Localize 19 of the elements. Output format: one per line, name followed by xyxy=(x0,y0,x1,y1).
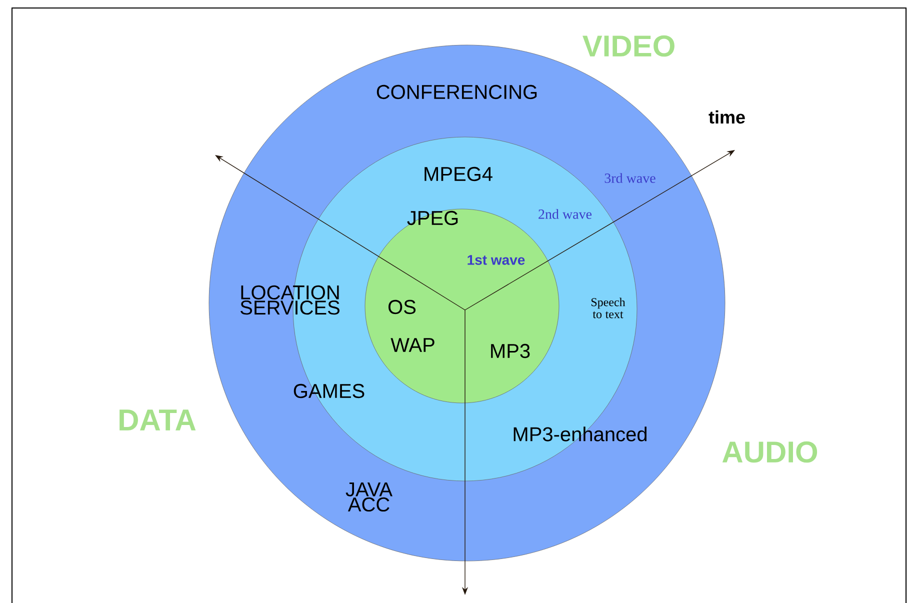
axis-label: time xyxy=(708,110,745,124)
area-label: VIDEO xyxy=(582,35,674,57)
ring-label: MP3-enhanced xyxy=(514,426,647,442)
inner-circle xyxy=(364,208,560,404)
area-label: AUDIO xyxy=(722,441,818,463)
wave-label: 1st wave xyxy=(468,255,525,265)
area-label: DATA xyxy=(120,410,196,430)
ring-label: GAMES xyxy=(294,384,364,398)
ring-label: JAVA ACC xyxy=(346,482,392,512)
wave-label: 2nd wave xyxy=(538,209,592,219)
ring-label: JPEG xyxy=(407,210,458,226)
ring-label: WAP xyxy=(390,338,434,352)
ring-label: CONFERENCING xyxy=(376,84,537,100)
ring-label: LOCATION SERVICES xyxy=(240,285,340,315)
ring-label: MP3 xyxy=(491,344,530,358)
ring-label: MPEG4 xyxy=(424,166,492,182)
ring-label: OS xyxy=(388,300,416,314)
wave-label: 3rd wave xyxy=(604,173,656,183)
ring-label: Speech to text xyxy=(591,298,626,318)
